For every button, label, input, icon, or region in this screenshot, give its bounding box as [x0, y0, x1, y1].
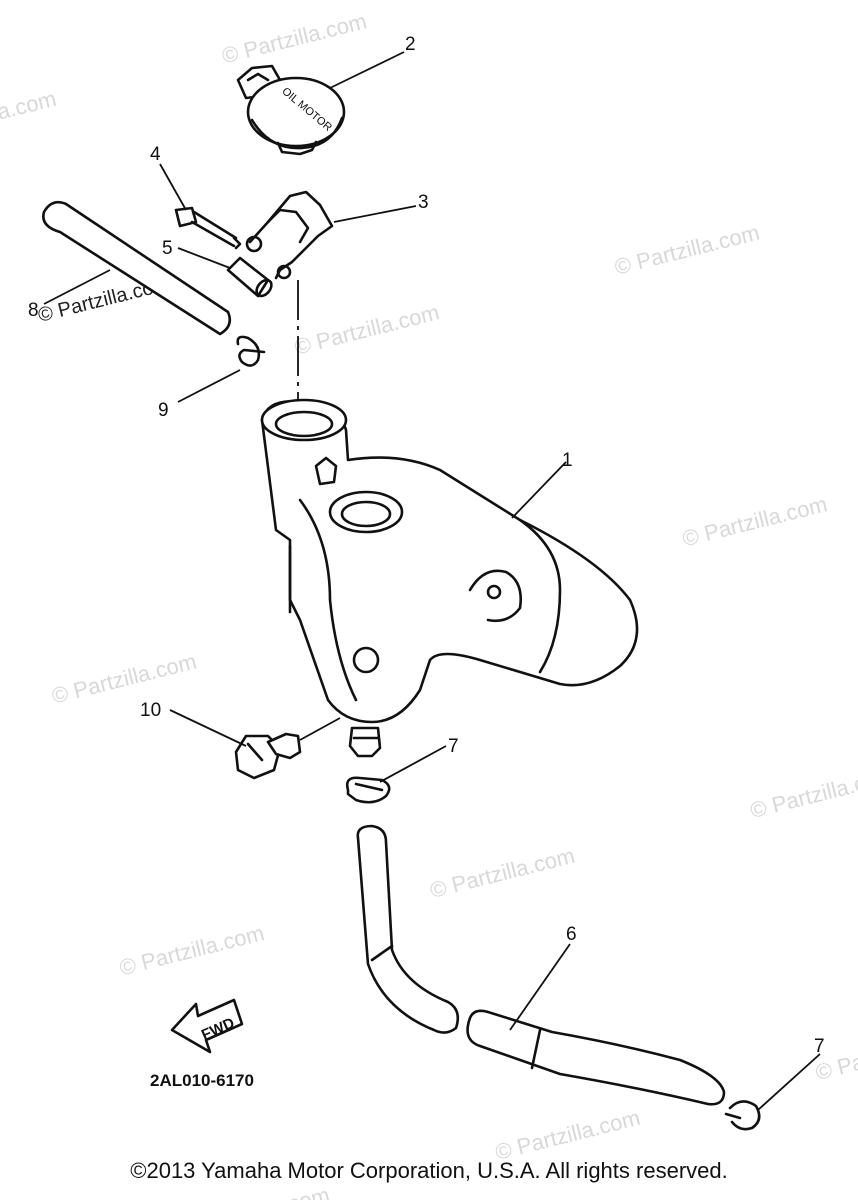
clip-part [245, 190, 334, 280]
watermark: © Partzilla.com [748, 763, 858, 823]
hose-clamp-lower-part [724, 1100, 761, 1131]
breather-hose-part [42, 200, 232, 336]
hose-clamp-upper-part [345, 776, 391, 804]
drawing-code: 2AL010-6170 [150, 1071, 254, 1090]
watermark: © Partzilla.com [49, 649, 199, 709]
watermark: © Partzilla.com [117, 920, 267, 980]
callout-6: 6 [566, 924, 577, 945]
callout-8: 8 [28, 300, 39, 321]
callout-5: 5 [162, 238, 173, 259]
drain-bolt-part [234, 732, 302, 780]
watermark: © Partzilla.com [182, 1182, 332, 1200]
callout-9: 9 [158, 400, 169, 421]
callout-10: 10 [140, 700, 161, 721]
watermark: © Partzilla.com [219, 8, 369, 68]
watermark: © Partzilla.com [612, 220, 762, 280]
watermark: © Partzilla.com [292, 299, 442, 359]
callout-4: 4 [150, 144, 161, 165]
copyright-notice: ©2013 Yamaha Motor Corporation, U.S.A. A… [130, 1158, 728, 1183]
oil-tank-part [260, 398, 639, 758]
oil-hose-part [356, 824, 726, 1106]
collar-part [226, 256, 273, 298]
callout-2: 2 [405, 34, 416, 55]
callout-7-lower: 7 [814, 1036, 825, 1057]
watermark: © Partzilla.com [0, 86, 59, 146]
small-clamp-part [236, 335, 266, 367]
fwd-arrow-icon: FWD [170, 998, 244, 1054]
watermark: © Partzilla.com [680, 491, 830, 551]
bolt-part [174, 206, 242, 250]
callout-3: 3 [418, 192, 429, 213]
oil-cap-part: OIL MOTOR [236, 64, 346, 156]
watermark: © Partzilla.com [493, 1105, 643, 1165]
callout-1: 1 [562, 450, 573, 471]
watermark: © Partzilla.com [427, 843, 577, 903]
callout-7-upper: 7 [448, 736, 459, 757]
